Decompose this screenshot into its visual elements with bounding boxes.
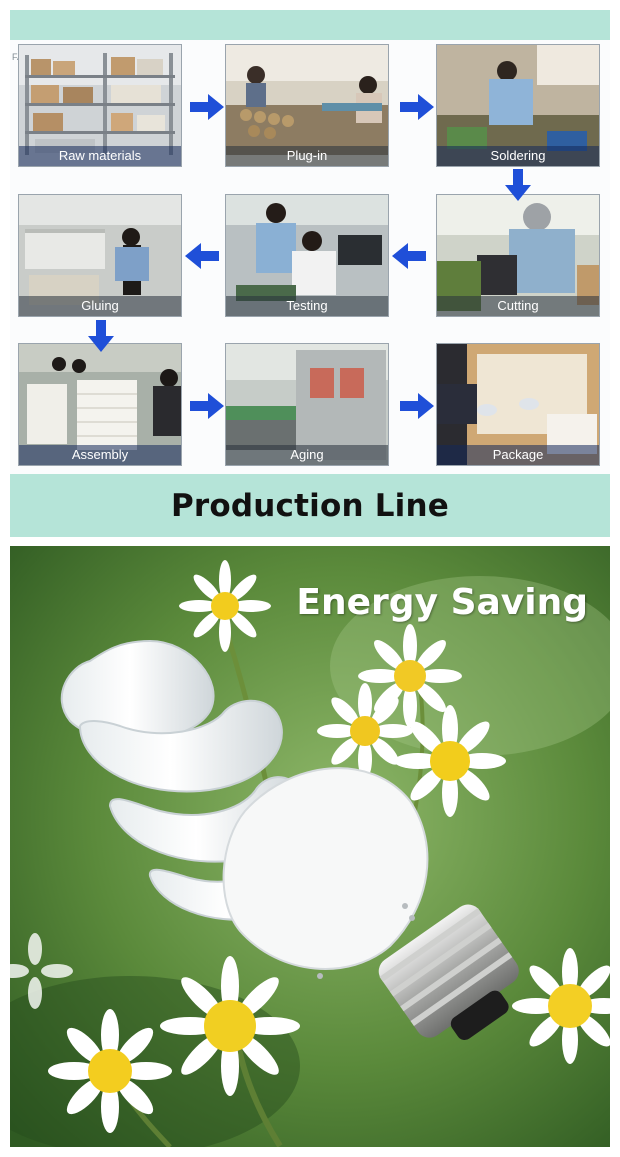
step-label: Soldering [437,146,599,166]
cutting-photo [437,195,599,316]
step-label: Gluing [19,296,181,316]
step-cutting: Cutting [436,194,600,317]
step-soldering: Soldering [436,44,600,167]
assembly-photo [19,344,181,465]
step-label: Testing [226,296,388,316]
step-label: Cutting [437,296,599,316]
step-label: Package [437,445,599,465]
top-color-band [10,10,610,40]
energy-saving-title: Energy Saving [296,582,588,623]
step-assembly: Assembly [18,343,182,466]
arrow-left-icon [185,243,219,269]
arrow-left-icon [392,243,426,269]
energy-saving-banner: Energy Saving [10,546,610,1147]
bulb-daisy-scene [10,546,610,1147]
production-line-panel: FAO Raw materials [10,10,610,537]
step-label: Assembly [19,445,181,465]
gluing-photo [19,195,181,316]
arrow-right-icon [190,393,224,419]
arrow-right-icon [400,94,434,120]
step-gluing: Gluing [18,194,182,317]
testing-photo [226,195,388,316]
step-label: Aging [226,445,388,465]
step-package: Package [436,343,600,466]
step-plug-in: Plug-in [225,44,389,167]
arrow-down-icon [505,169,531,201]
arrow-down-icon [88,320,114,352]
aging-photo [226,344,388,465]
step-label: Raw materials [19,146,181,166]
warehouse-photo [19,45,181,166]
step-aging: Aging [225,343,389,466]
production-title: Production Line [170,487,450,524]
production-title-band: Production Line [10,474,610,537]
arrow-right-icon [190,94,224,120]
spiral-bulb-icon [60,639,519,1041]
step-testing: Testing [225,194,389,317]
step-raw-materials: Raw materials [18,44,182,167]
daisy [179,560,271,652]
arrow-right-icon [400,393,434,419]
step-label: Plug-in [226,146,388,166]
